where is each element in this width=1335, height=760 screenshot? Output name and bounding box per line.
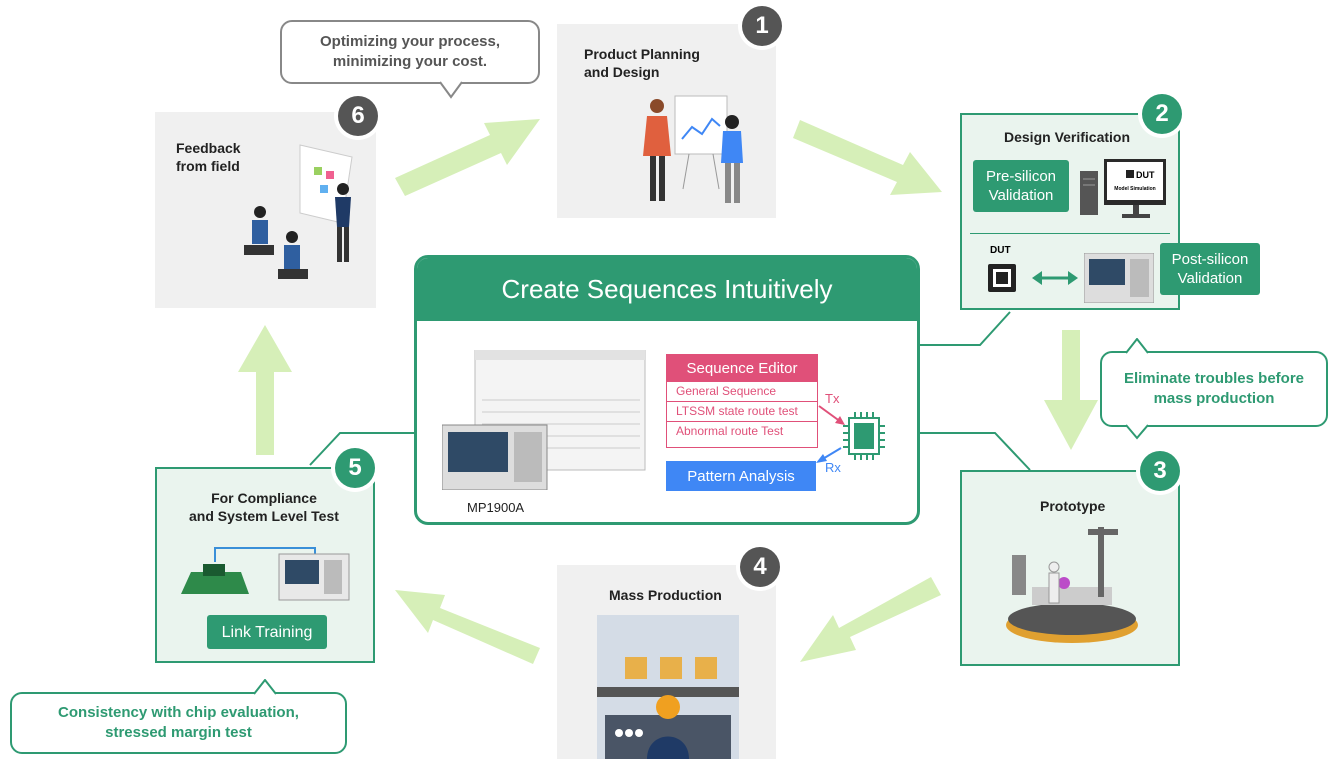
sequence-editor-header: Sequence Editor (667, 355, 817, 382)
seq-item-ltssm: LTSSM state route test (667, 402, 817, 422)
seq-item-abnormal: Abnormal route Test (676, 424, 784, 438)
step-2-card: Design Verification Pre-silicon Validati… (960, 113, 1260, 310)
tx-label: Tx (825, 391, 840, 406)
step-1-title: Product Planning and Design (584, 46, 700, 80)
step-4-number: 4 (740, 547, 780, 587)
dut-chip-icon (988, 264, 1016, 292)
simulation-pc-icon: DUT Model Simulation (1080, 159, 1166, 218)
mp1900a-screen-illustration (442, 350, 646, 490)
center-panel-header: Create Sequences Intuitively (417, 258, 917, 321)
step-6-title: Feedback from field (176, 140, 241, 174)
callout-right-tail-top (1126, 338, 1149, 354)
seq-item-general: General Sequence (667, 382, 817, 402)
chip-signal-diagram (816, 405, 885, 463)
center-panel: Create Sequences Intuitively MP1900A Seq… (414, 255, 920, 525)
center-panel-title: Create Sequences Intuitively (501, 274, 833, 304)
compliance-test-illustration (181, 547, 350, 601)
step-2-title: Design Verification (1004, 129, 1131, 145)
step-5-title: For Compliance and System Level Test (189, 490, 339, 524)
mass-production-illustration (597, 615, 739, 759)
step-4-card: Mass Production (557, 565, 776, 759)
step-6-card: Feedback from field (155, 112, 376, 308)
step-3-card: Prototype (960, 470, 1180, 666)
callout-bottom-tail (254, 679, 277, 695)
arrow-1-to-2 (793, 120, 942, 195)
callout-consistency: Consistency with chip evaluation, stress… (10, 692, 347, 754)
feedback-illustration (244, 144, 353, 279)
connector-lines (309, 311, 1031, 471)
instrument-label: MP1900A (467, 500, 525, 515)
dut-label: DUT (990, 245, 1011, 256)
callout-process-cost: Optimizing your process, minimizing your… (280, 20, 540, 84)
sequence-editor-panel: Sequence Editor General Sequence LTSSM s… (666, 354, 818, 448)
step-4-title: Mass Production (609, 587, 722, 603)
arrow-3-to-4 (800, 577, 941, 662)
pattern-analysis-label: Pattern Analysis (687, 467, 795, 485)
prototype-illustration (1006, 527, 1138, 643)
step-5-card: For Compliance and System Level Test Lin… (155, 467, 375, 663)
callout-process-cost-text: Optimizing your process, minimizing your… (319, 33, 501, 70)
rx-label: Rx (825, 460, 841, 475)
planning-illustration (643, 95, 743, 203)
callout-eliminate-troubles-text: Eliminate troubles before mass productio… (1123, 370, 1305, 407)
step-1-card: Product Planning and Design (557, 24, 776, 218)
arrow-2-to-3 (1044, 330, 1098, 450)
step-2-number: 2 (1142, 94, 1182, 134)
callout-right-tail-bottom (1126, 424, 1149, 440)
pre-silicon-validation: Pre-silicon Validation (973, 160, 1069, 212)
callout-top-tail (440, 81, 463, 99)
step-2-divider (970, 233, 1170, 234)
pattern-analysis-button: Pattern Analysis (666, 461, 816, 491)
step-5-number: 5 (335, 448, 375, 488)
dut-monitor-text: DUT (1136, 170, 1155, 180)
step-6-number: 6 (338, 96, 378, 136)
step-3-number: 3 (1140, 451, 1180, 491)
callout-eliminate-troubles: Eliminate troubles before mass productio… (1100, 351, 1328, 427)
arrow-5-to-6 (238, 325, 292, 455)
step-1-number: 1 (742, 6, 782, 46)
model-sim-monitor-text: Model Simulation (1114, 186, 1155, 192)
callout-consistency-text: Consistency with chip evaluation, stress… (58, 704, 299, 741)
link-training-button: Link Training (207, 615, 327, 649)
step-3-title: Prototype (1040, 498, 1106, 514)
mp1900a-small-icon (1084, 253, 1154, 303)
bidirectional-arrow-icon (1032, 271, 1078, 285)
arrow-4-to-5 (395, 590, 540, 664)
post-silicon-validation: Post-silicon Validation (1160, 243, 1260, 295)
arrow-6-to-1 (395, 119, 540, 196)
